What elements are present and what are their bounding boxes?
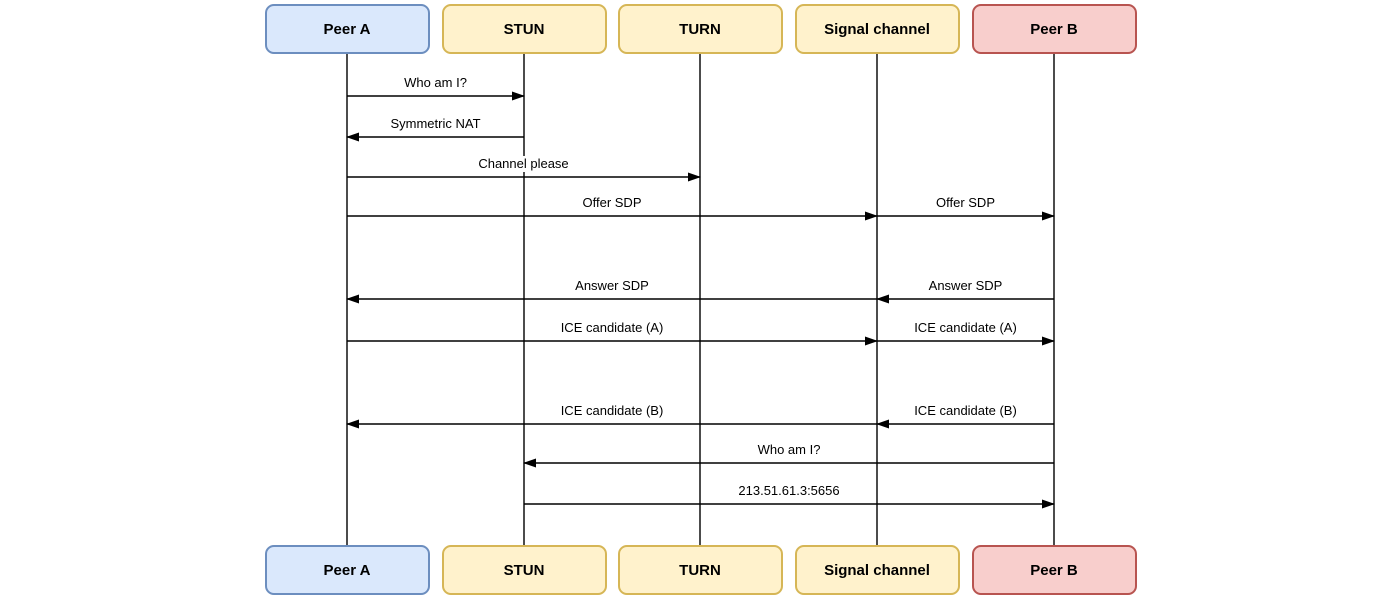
message-label: Channel please bbox=[475, 156, 572, 172]
message-label: ICE candidate (A) bbox=[911, 320, 1020, 336]
message-label: Offer SDP bbox=[579, 195, 645, 211]
actor-box-turn-bottom: TURN bbox=[617, 545, 783, 595]
message-label: 213.51.61.3:5656 bbox=[735, 483, 843, 499]
actor-box-peer-b-bottom: Peer B bbox=[971, 545, 1137, 595]
actor-box-peer-a-bottom: Peer A bbox=[264, 545, 430, 595]
message-label: Who am I? bbox=[754, 442, 824, 458]
message-label: ICE candidate (B) bbox=[557, 403, 667, 419]
message-label: ICE candidate (B) bbox=[911, 403, 1020, 419]
actor-box-signal-top: Signal channel bbox=[794, 4, 960, 54]
message-label: Who am I? bbox=[401, 75, 470, 91]
message-label: ICE candidate (A) bbox=[557, 320, 667, 336]
actor-box-stun-top: STUN bbox=[441, 4, 607, 54]
actor-box-turn-top: TURN bbox=[617, 4, 783, 54]
message-label: Answer SDP bbox=[925, 278, 1006, 294]
actor-box-peer-a-top: Peer A bbox=[264, 4, 430, 54]
actor-box-signal-bottom: Signal channel bbox=[794, 545, 960, 595]
actor-box-peer-b-top: Peer B bbox=[971, 4, 1137, 54]
message-label: Symmetric NAT bbox=[387, 116, 484, 132]
message-label: Answer SDP bbox=[572, 278, 652, 294]
actor-box-stun-bottom: STUN bbox=[441, 545, 607, 595]
message-label: Offer SDP bbox=[932, 195, 999, 211]
